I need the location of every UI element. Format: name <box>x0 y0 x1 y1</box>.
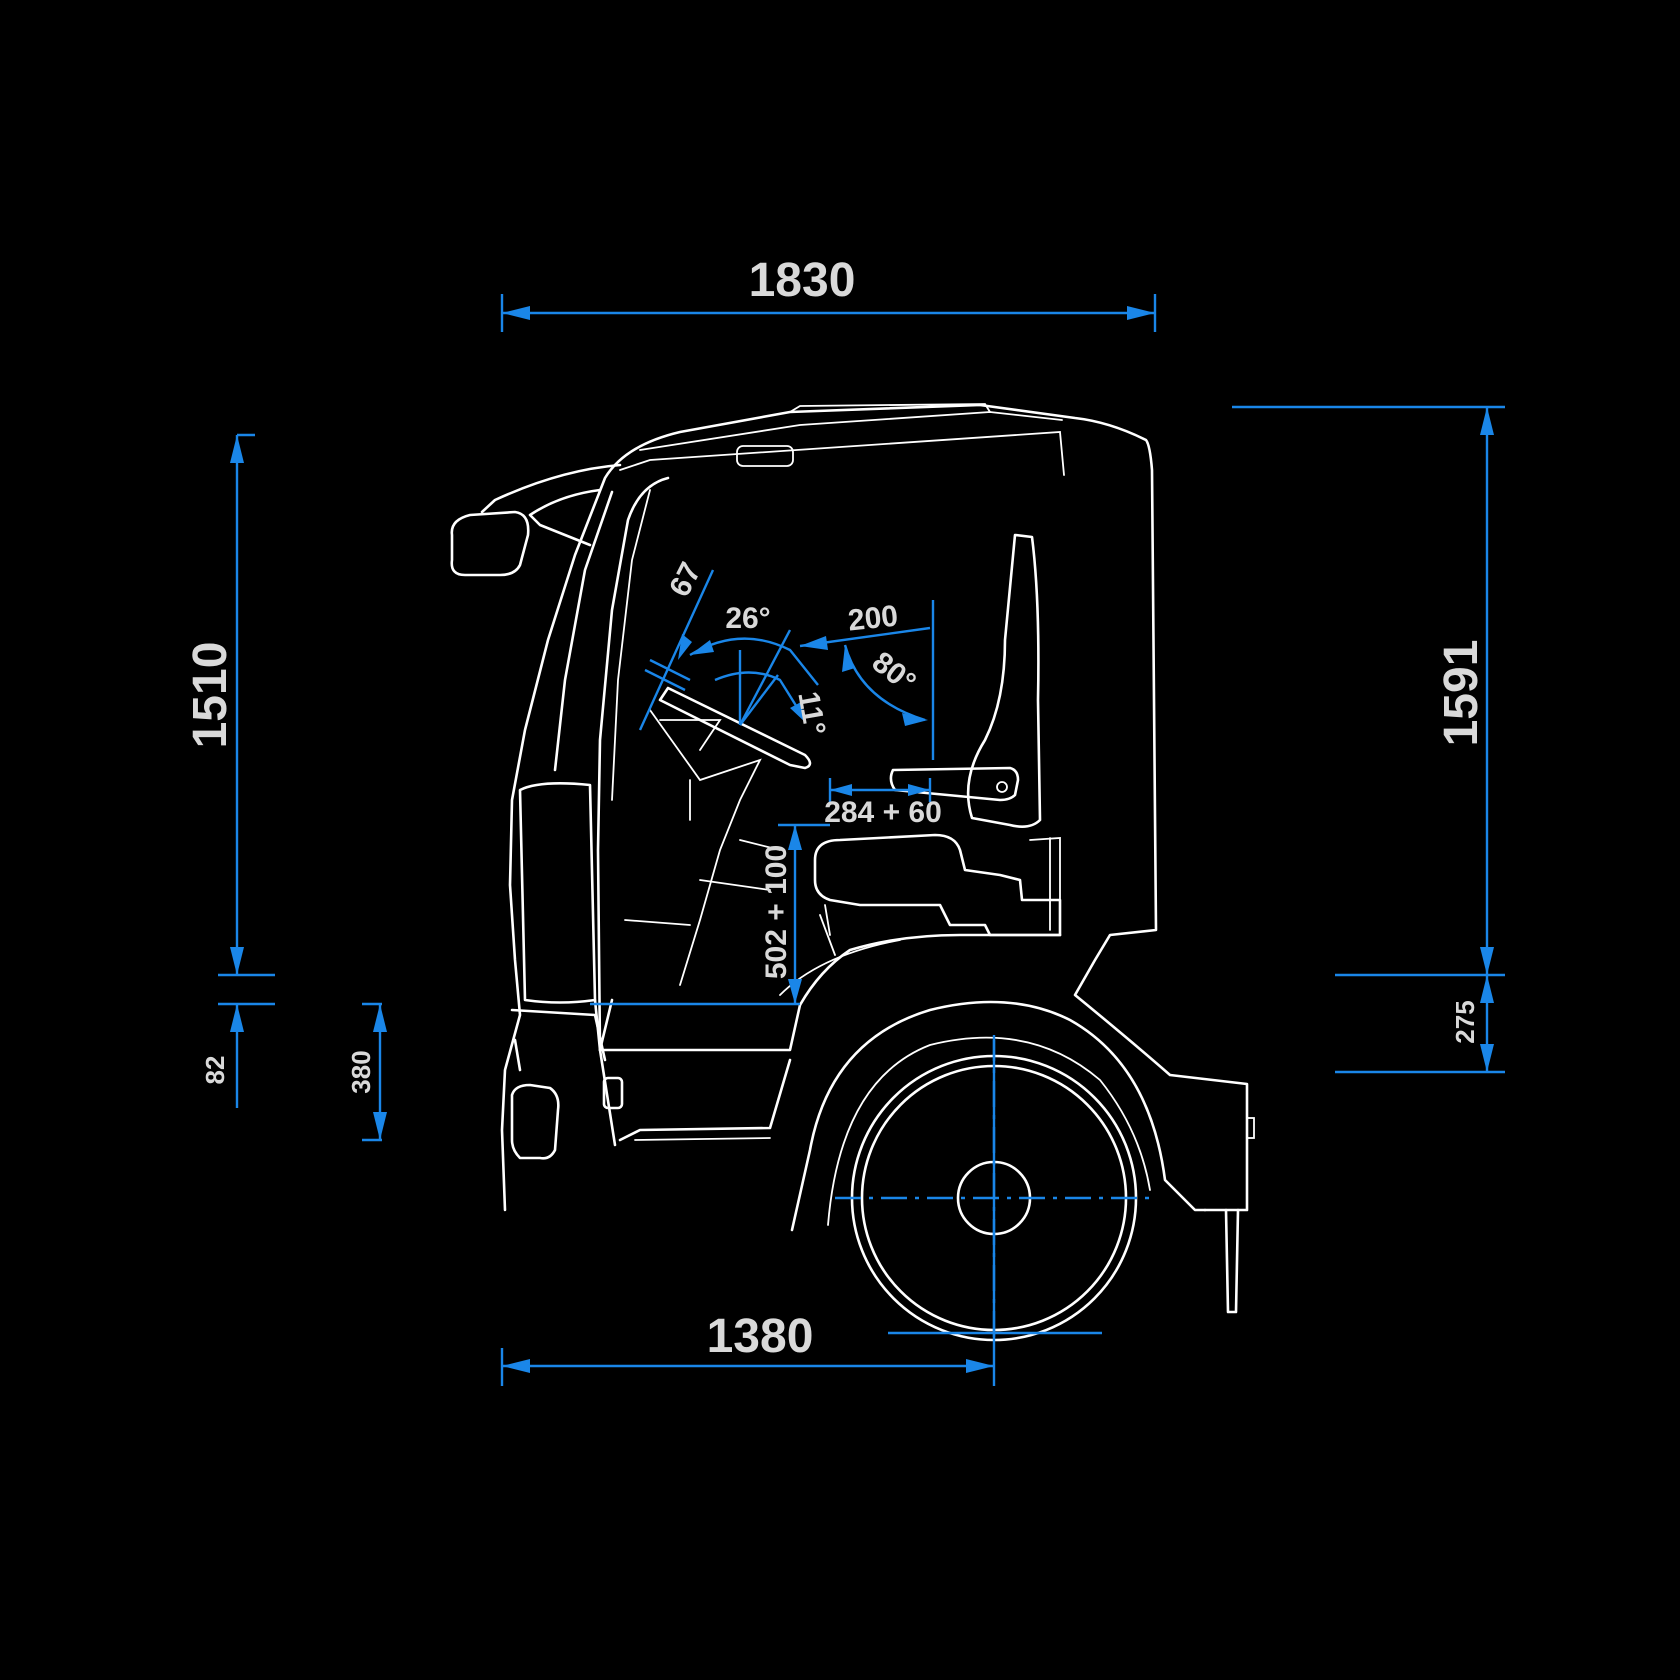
truck-cab-outline <box>450 403 1255 1342</box>
mirror-arm <box>480 463 622 547</box>
label-left-height: 1510 <box>184 642 237 749</box>
headlamp <box>510 1083 560 1160</box>
wheel-arch <box>790 1000 1207 1232</box>
label-entry-step: 380 <box>346 1050 376 1093</box>
steering-column <box>649 709 762 986</box>
seat-cushion <box>813 833 1062 937</box>
side-mirror <box>450 510 530 577</box>
fender-inner <box>827 1036 1151 1226</box>
label-seat-vertical: 502 + 100 <box>760 845 793 979</box>
seat-base <box>819 837 1061 956</box>
roof-spoiler <box>789 403 991 413</box>
seat-backrest <box>966 533 1042 828</box>
armrest-knob <box>996 781 1008 793</box>
lower-door <box>593 998 792 1147</box>
label-backrest-offset: 200 <box>846 600 899 638</box>
arrow-right <box>1127 306 1155 320</box>
cab-body <box>500 403 1249 1212</box>
dim-steering-rake-arc <box>714 671 807 721</box>
a-pillar <box>553 476 670 1052</box>
arrow-left <box>502 306 530 320</box>
mudflap <box>1224 1208 1240 1314</box>
label-steering-tilt: 26° <box>725 602 770 635</box>
interior-floor <box>798 933 1062 1007</box>
pedal-area <box>624 779 781 926</box>
label-seat-horizontal: 284 + 60 <box>824 796 942 829</box>
door-sill <box>634 1137 771 1141</box>
label-cab-length: 1830 <box>749 254 856 307</box>
dim-steering-offset-line <box>638 569 715 731</box>
rear-light <box>1246 1117 1255 1139</box>
steering-wheel <box>658 686 812 770</box>
roof-line <box>619 411 1065 476</box>
door-outline <box>598 998 802 1052</box>
dimension-lines <box>218 294 1505 1386</box>
label-steering-rake: 11° <box>791 689 831 738</box>
front-grille <box>518 782 597 1004</box>
dimension-labels: 1830 1380 1510 1591 82 380 275 67 26° 11… <box>184 254 1488 1363</box>
roof-vent <box>736 445 794 467</box>
floor-line <box>779 939 901 996</box>
label-wheelbase-front: 1380 <box>707 1310 814 1363</box>
label-left-step: 82 <box>200 1056 230 1085</box>
side-marker <box>602 1076 624 1110</box>
front-step <box>510 1008 607 1072</box>
label-right-height: 1591 <box>1435 640 1488 747</box>
label-right-step: 275 <box>1450 1000 1480 1043</box>
windshield-edge <box>611 489 651 801</box>
seat-armrest <box>889 766 1020 802</box>
